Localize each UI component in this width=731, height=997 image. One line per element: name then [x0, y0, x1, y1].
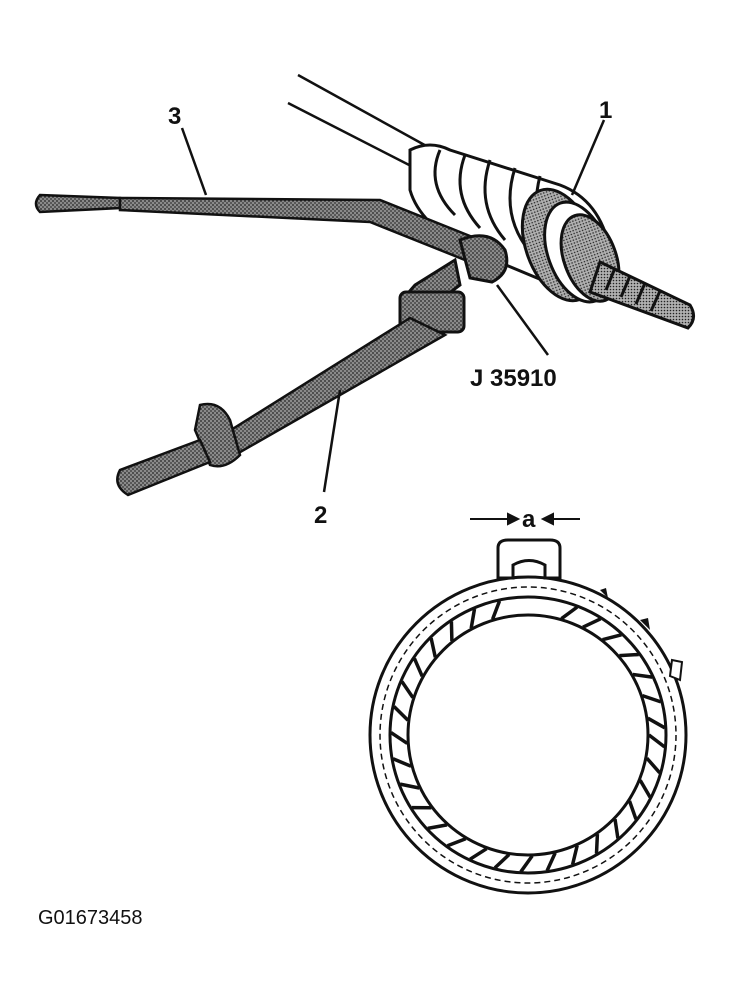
hatch-mark: [545, 852, 557, 872]
hatch-mark: [646, 716, 666, 730]
hatch-mark: [647, 733, 666, 749]
hatch-mark: [613, 818, 620, 839]
callout-2: 2: [314, 502, 327, 529]
hatch-mark: [469, 847, 488, 861]
clamp-pliers-jaws: [398, 234, 509, 334]
hatch-mark: [493, 853, 511, 870]
gap-dimension: [470, 512, 580, 526]
callout-tool-id: J 35910: [470, 365, 557, 392]
clamp-ring-detail: [368, 538, 688, 895]
axle-shaft: [287, 73, 431, 170]
hatch-mark: [570, 845, 579, 865]
hatch-mark: [641, 693, 662, 704]
hatch-mark: [427, 823, 448, 831]
hatch-mark: [490, 600, 502, 620]
figure-id: G01673458: [38, 907, 143, 929]
hatch-mark: [390, 731, 409, 745]
splined-shaft: [588, 259, 695, 330]
hatch-mark: [632, 672, 653, 679]
hatch-mark: [594, 834, 600, 854]
hatch-mark: [582, 617, 602, 629]
callout-3: 3: [168, 103, 181, 130]
ring-hatching: [390, 600, 666, 873]
hatch-mark: [412, 657, 424, 677]
hatch-mark: [469, 608, 477, 629]
clamp-ear: [496, 538, 562, 580]
hatch-mark: [619, 652, 639, 658]
hatch-mark: [399, 782, 420, 790]
tool-handle-3: [34, 193, 482, 264]
callout-1: 1: [599, 97, 612, 124]
hatch-mark: [627, 800, 638, 820]
tool-handle-2: [116, 316, 448, 497]
hatch-mark: [638, 779, 652, 799]
callout-a: a: [522, 506, 536, 533]
leader-lines: [180, 119, 606, 493]
hatch-mark: [645, 756, 662, 774]
hatch-mark: [400, 680, 415, 699]
hatch-mark: [602, 633, 622, 642]
hatch-mark: [560, 605, 579, 621]
hatch-mark: [429, 637, 438, 658]
hatch-mark: [446, 837, 467, 848]
hatch-mark: [392, 757, 412, 768]
hatch-mark: [392, 705, 410, 722]
hatch-mark: [519, 854, 534, 873]
hatch-mark: [449, 621, 454, 642]
